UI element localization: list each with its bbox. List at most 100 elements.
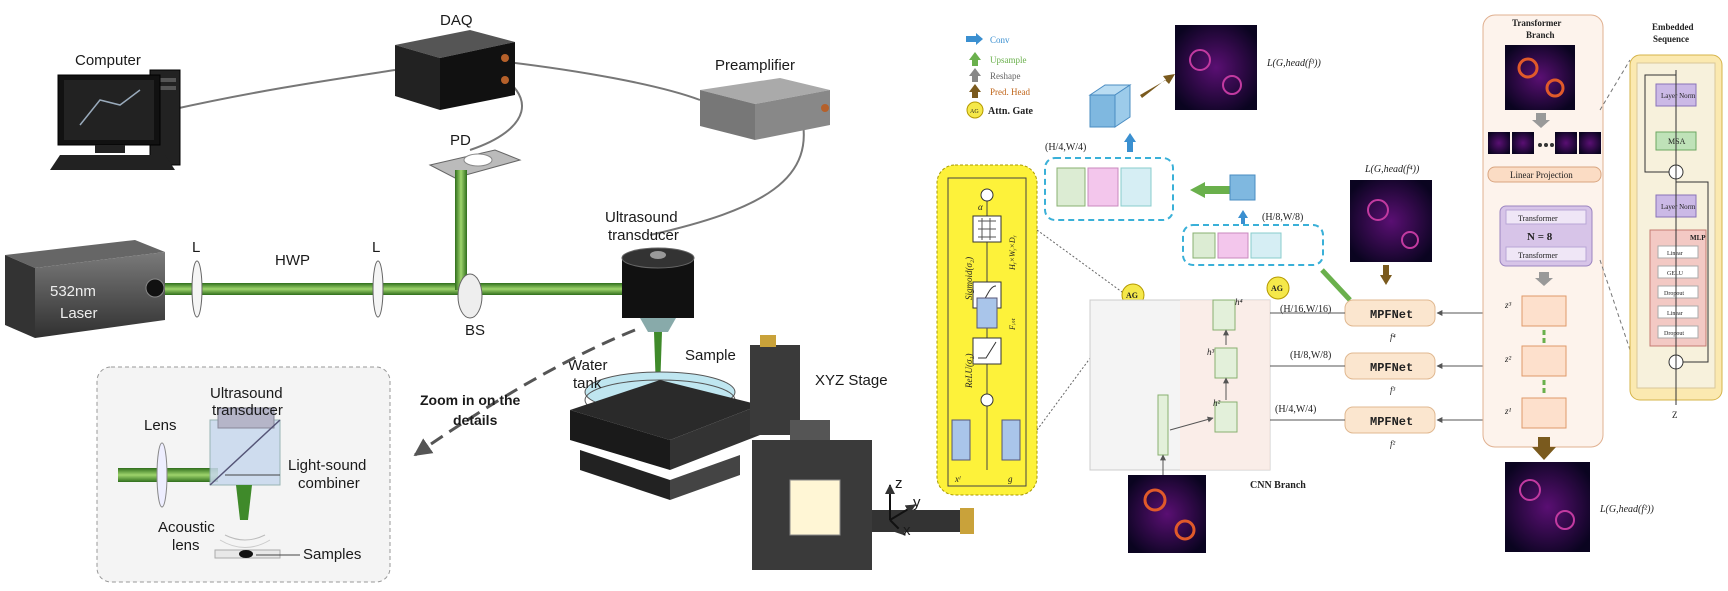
mlp-label: MLP	[1690, 234, 1706, 242]
cable-daq-preamp	[489, 59, 701, 101]
legend-reshape: Reshape	[990, 71, 1021, 81]
ultrasound-transducer	[621, 247, 695, 390]
cnn-branch	[1089, 299, 1271, 480]
pred-head-legend-icon	[969, 84, 981, 98]
legend-ag: AG	[970, 109, 979, 115]
transducer-label-2: transducer	[608, 227, 679, 244]
zoom-combiner-label-1: Light-sound	[288, 457, 366, 474]
zoom-label-1: Zoom in on the	[420, 392, 521, 408]
cnn-branch-label: CNN Branch	[1250, 480, 1306, 491]
psi-conv	[976, 297, 998, 329]
z-out-label: Z	[1672, 410, 1678, 420]
axis-z-label: z	[895, 475, 903, 492]
water-tank-label-1: Water	[568, 357, 607, 374]
transformer-label-1: Transformer	[1518, 214, 1558, 223]
zoom-samples-label: Samples	[303, 546, 361, 563]
axis-x-label: x	[903, 522, 911, 539]
embed-zoom-line-2	[1599, 259, 1631, 351]
cell-ring	[1143, 488, 1167, 512]
preamplifier-box	[700, 78, 830, 140]
mpfnet-label-1: MPFNet	[1370, 308, 1413, 322]
computer-label: Computer	[75, 52, 141, 69]
gate-relu-label: ReLU(σ₁)	[964, 353, 974, 389]
xyz-stage-label: XYZ Stage	[815, 372, 888, 389]
mlp-gelu-label: GELU	[1667, 271, 1684, 277]
h2-label: h²	[1213, 398, 1221, 408]
mlp-dropout-1-label: Dropout	[1664, 291, 1684, 297]
daq-label: DAQ	[440, 12, 473, 29]
cell-ring	[1189, 49, 1211, 71]
lens-l1-label: L	[192, 239, 200, 256]
xyz-stage	[570, 335, 974, 570]
preamplifier-label: Preamplifier	[715, 57, 795, 74]
legend	[966, 33, 984, 119]
size-h4-label: (H/4,W/4)	[1275, 404, 1316, 415]
cell-ring	[1555, 510, 1575, 530]
embedded-label-1: Embedded	[1652, 22, 1694, 32]
zoom-ut-label-1: Ultrasound	[210, 385, 283, 402]
transformer-n-label: N = 8	[1527, 231, 1553, 243]
laser-beam-1	[165, 283, 465, 295]
gate-xl-label: xˡ	[954, 474, 961, 484]
ag-label-2: AG	[1271, 284, 1283, 293]
gate-fhw-label: Hᵧ×Wᵧ×Dᵧ	[1008, 235, 1017, 271]
loss-bottom-label: L(G,head(f²))	[1599, 504, 1654, 515]
relu-box	[972, 337, 1002, 365]
up-green-arrow	[1320, 268, 1352, 302]
zoom-acoustic-label-1: Acoustic	[158, 519, 215, 536]
cell-ring	[1222, 75, 1242, 95]
laser-label-1: 532nm	[50, 283, 96, 300]
transformer-branch-label-2: Branch	[1526, 30, 1555, 40]
zoom-panel	[96, 366, 391, 583]
axis-y-label: y	[913, 494, 921, 511]
gate-fint-label: Fᵢₙₜ	[1008, 318, 1017, 331]
ag-circle-2	[1266, 276, 1290, 300]
transformer-branch	[1482, 14, 1604, 460]
upsample-legend-icon	[969, 52, 981, 66]
transducer-label-1: Ultrasound	[605, 209, 678, 226]
gate-connector-1	[1036, 229, 1134, 301]
xyz-axes	[885, 484, 916, 536]
photodiode	[428, 149, 522, 179]
legend-attn-gate: Attn. Gate	[988, 106, 1034, 117]
loss-top-label: L(G,head(f³))	[1266, 58, 1321, 69]
cell-ring	[1367, 199, 1389, 221]
cell-ring	[1519, 479, 1541, 501]
zoom-acoustic-label-2: lens	[172, 537, 200, 554]
mpfnet-label-3: MPFNet	[1370, 415, 1413, 429]
top-conv-block	[1088, 74, 1175, 152]
layer-norm-2-label: Layer Norm	[1661, 203, 1696, 211]
size-h4-top-label: (H/4,W/4)	[1045, 142, 1086, 153]
sample-label: Sample	[685, 347, 736, 364]
zoom-arrow	[413, 328, 636, 457]
msa-label: MSA	[1668, 137, 1686, 146]
h3-label: h³	[1207, 347, 1215, 357]
laser-beam-pd	[455, 170, 467, 290]
gate-sigmoid-label: Sigmoid(σ₂)	[964, 257, 974, 300]
embedded-sequence-panel	[1629, 54, 1723, 405]
input-image	[1128, 475, 1206, 553]
legend-pred-head: Pred. Head	[990, 87, 1030, 97]
hwp-label: HWP	[275, 252, 310, 269]
gate-alpha-label: α	[978, 202, 983, 212]
pred-image-mid	[1350, 180, 1432, 262]
mpfnet-label-2: MPFNet	[1370, 361, 1413, 375]
linear-projection-label: Linear Projection	[1510, 170, 1573, 180]
zoom-combiner-label-2: combiner	[298, 475, 360, 492]
pred-head-mid-arrow	[1380, 265, 1392, 285]
add-node	[980, 393, 994, 407]
z2-label: z²	[1504, 354, 1512, 364]
size-h8-top-label: (H/8,W/8)	[1262, 212, 1303, 223]
size-h8-label: (H/8,W/8)	[1290, 350, 1331, 361]
lens-l2-label: L	[372, 239, 380, 256]
network-diagram: Conv Upsample Reshape Pred. Head AG Attn…	[936, 14, 1723, 553]
f4-label: f⁴	[1390, 332, 1396, 342]
gate-connector-2	[1036, 299, 1134, 431]
pred-image-bottom	[1505, 462, 1590, 552]
multiply-node	[980, 188, 994, 202]
h4-label: h⁴	[1235, 297, 1243, 307]
size-h16-label: (H/16,W/16)	[1280, 304, 1331, 315]
legend-conv: Conv	[990, 35, 1010, 45]
decoder-block-h8	[1182, 174, 1324, 266]
